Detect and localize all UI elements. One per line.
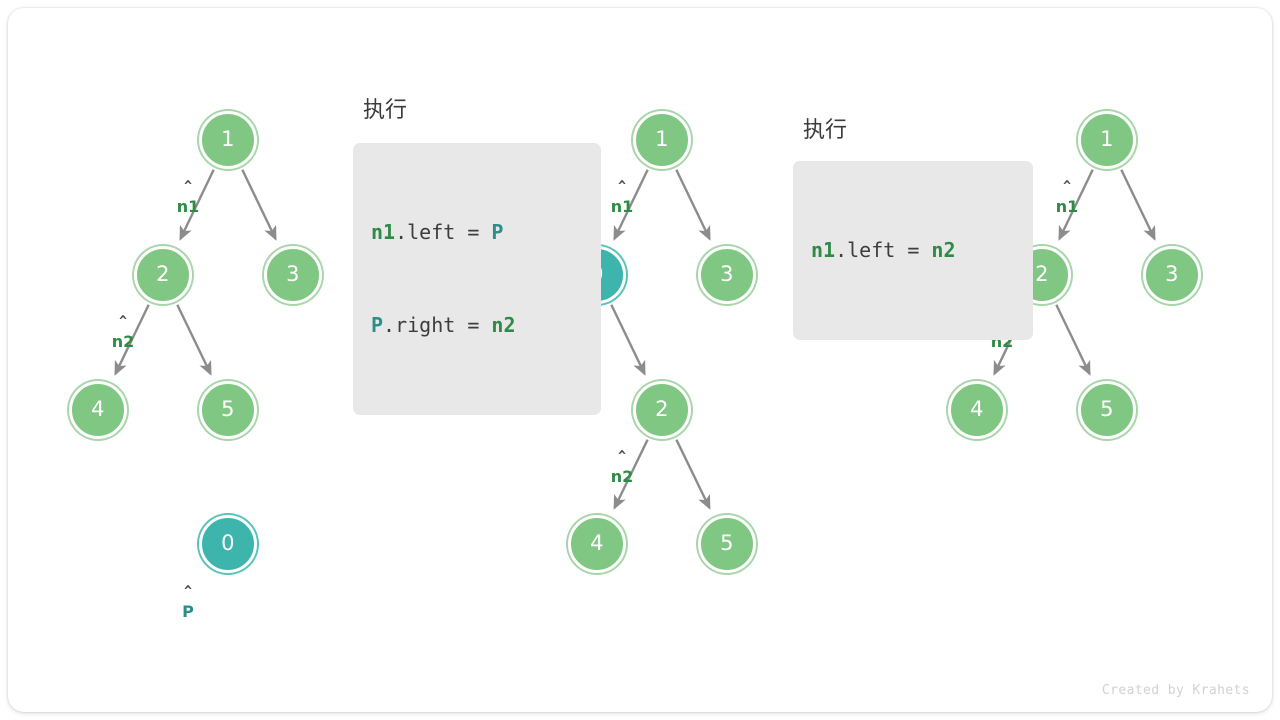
pointer-label-text: n2	[111, 332, 135, 351]
tree-node: 1	[1078, 111, 1136, 169]
tree-node-value: 3	[1165, 261, 1179, 286]
tree-edge	[1055, 304, 1091, 376]
pointer-label: ^P	[148, 584, 228, 621]
tree-node-value: 5	[720, 530, 734, 555]
tree-node: 3	[698, 246, 756, 304]
caret-icon: ^	[119, 314, 127, 329]
tree-edge	[1120, 169, 1156, 241]
pointer-label-text: P	[182, 602, 194, 621]
tree-node-value: 4	[91, 396, 105, 421]
pointer-label-text: n1	[610, 197, 634, 216]
watermark: Created by Krahets	[1101, 683, 1250, 698]
caret-icon: ^	[618, 449, 626, 464]
tree-node: 3	[1143, 246, 1201, 304]
tree-node-value: 1	[1100, 126, 1114, 151]
pointer-label-text: n1	[1055, 197, 1079, 216]
pointer-label: ^ n2	[582, 449, 662, 486]
tree-node-value: 2	[156, 261, 170, 286]
tree-node: 5	[199, 381, 257, 439]
step-3-code-block: n1.left = n2	[793, 161, 1033, 340]
tree-node-value: 1	[221, 126, 235, 151]
caret-icon: ^	[184, 179, 192, 194]
tree-node-value: 0	[221, 530, 235, 555]
tree-edge	[241, 169, 277, 241]
tree-node: 4	[948, 381, 1006, 439]
tree-edge	[675, 439, 711, 510]
tree-node-value: 3	[720, 261, 734, 286]
step-3-title: 执行	[803, 118, 848, 143]
step-2-code-block: n1.left = P P.right = n2	[353, 143, 601, 415]
tree-node: 1	[633, 111, 691, 169]
code-line: P.right = n2	[371, 313, 516, 337]
tree-node: 4	[69, 381, 127, 439]
code-line: n1.left = n2	[811, 238, 956, 262]
code-line: n1.left = P	[371, 220, 504, 244]
tree-edge	[610, 304, 646, 376]
tree-node: 1	[199, 111, 257, 169]
caret-icon: ^	[1063, 179, 1071, 194]
caret-icon: ^	[618, 179, 626, 194]
caret-icon: ^	[184, 584, 192, 599]
pointer-label: ^ n1	[1027, 179, 1107, 216]
pointer-label: ^ n1	[582, 179, 662, 216]
pointer-label-text: n2	[610, 467, 634, 486]
tree-node-value: 2	[655, 396, 669, 421]
tree-node-value: 4	[590, 530, 604, 555]
diagram-card: 123450^n1^n2^P103245^n1^P^n212345^n1^n2 …	[8, 8, 1272, 712]
tree-edge	[675, 169, 711, 241]
tree-node: 2	[134, 246, 192, 304]
tree-node: 4	[568, 515, 626, 573]
diagram-stage: 123450^n1^n2^P103245^n1^P^n212345^n1^n2 …	[8, 8, 1272, 712]
tree-node: 2	[633, 381, 691, 439]
tree-node: 3	[264, 246, 322, 304]
tree-node-value: 1	[655, 126, 669, 151]
step-2-title: 执行	[363, 98, 408, 123]
tree-node-value: 4	[970, 396, 984, 421]
pointer-label: ^ n2	[83, 314, 163, 351]
tree-node: 0	[199, 515, 257, 573]
tree-edge	[176, 304, 212, 376]
pointer-label: ^ n1	[148, 179, 228, 216]
tree-node: 5	[1078, 381, 1136, 439]
tree-node-value: 2	[1035, 261, 1049, 286]
tree-node-value: 5	[1100, 396, 1114, 421]
tree-node-value: 5	[221, 396, 235, 421]
tree-node: 5	[698, 515, 756, 573]
tree-node-value: 3	[286, 261, 300, 286]
pointer-label-text: n1	[176, 197, 200, 216]
